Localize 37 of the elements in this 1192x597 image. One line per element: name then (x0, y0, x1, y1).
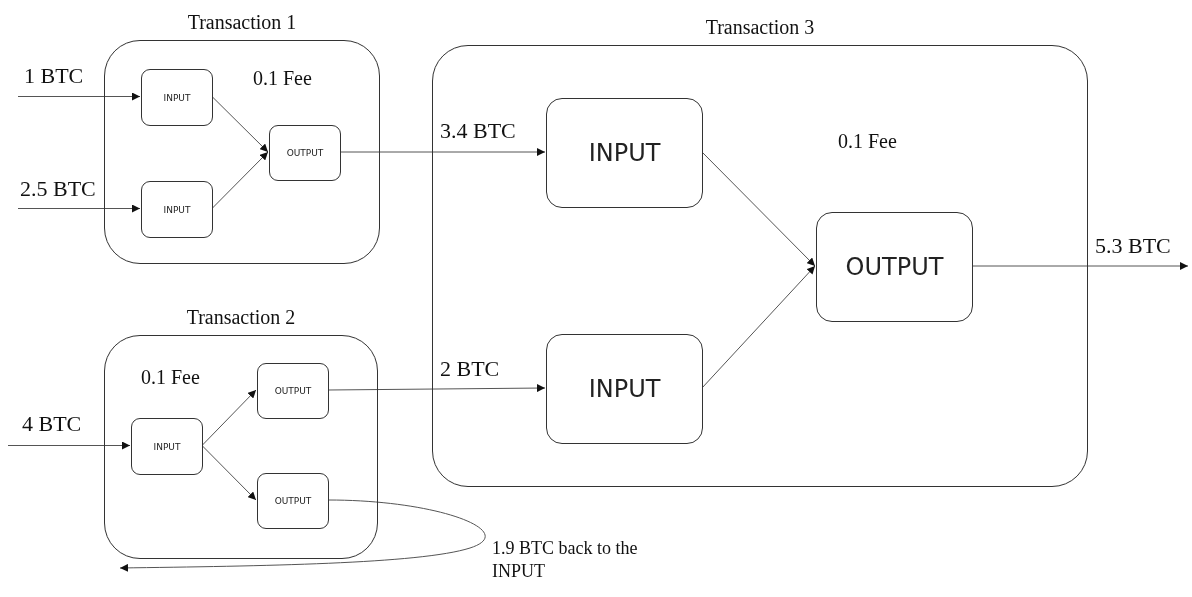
process-box (816, 212, 973, 322)
process-box (141, 69, 213, 126)
arrow (339, 148, 546, 156)
panel-title: Transaction 3 (705, 16, 815, 39)
box-label: OUTPUT (274, 496, 312, 506)
box-label: INPUT (588, 139, 661, 167)
arrow (211, 151, 269, 209)
arrow (7, 441, 131, 450)
box-label: INPUT (153, 441, 181, 452)
arrow (327, 384, 546, 393)
process-box (257, 473, 329, 529)
box-label: INPUT (163, 92, 191, 103)
process-box (546, 334, 703, 444)
box-label: OUTPUT (845, 253, 944, 281)
arrow (17, 204, 141, 213)
arrow (201, 445, 257, 501)
box-label: INPUT (588, 375, 661, 403)
arrow (701, 265, 816, 389)
process-box (141, 181, 213, 238)
panel-title: Transaction 2 (186, 306, 296, 329)
box-label: OUTPUT (286, 148, 324, 158)
arrow (701, 151, 816, 267)
process-box (546, 98, 703, 208)
process-box (269, 125, 341, 181)
box-label: OUTPUT (274, 386, 312, 396)
arrow (211, 96, 269, 153)
fee-label: 0.1 Fee (838, 130, 897, 153)
box-label: INPUT (163, 204, 191, 215)
fee-label: 0.1 Fee (253, 67, 312, 90)
arrow (119, 499, 486, 572)
arrow (201, 389, 257, 446)
process-box (131, 418, 203, 475)
fee-label: 0.1 Fee (141, 366, 200, 389)
arrow (17, 92, 141, 101)
arrow (971, 262, 1189, 270)
process-box (257, 363, 329, 419)
panel-title: Transaction 1 (187, 11, 297, 34)
